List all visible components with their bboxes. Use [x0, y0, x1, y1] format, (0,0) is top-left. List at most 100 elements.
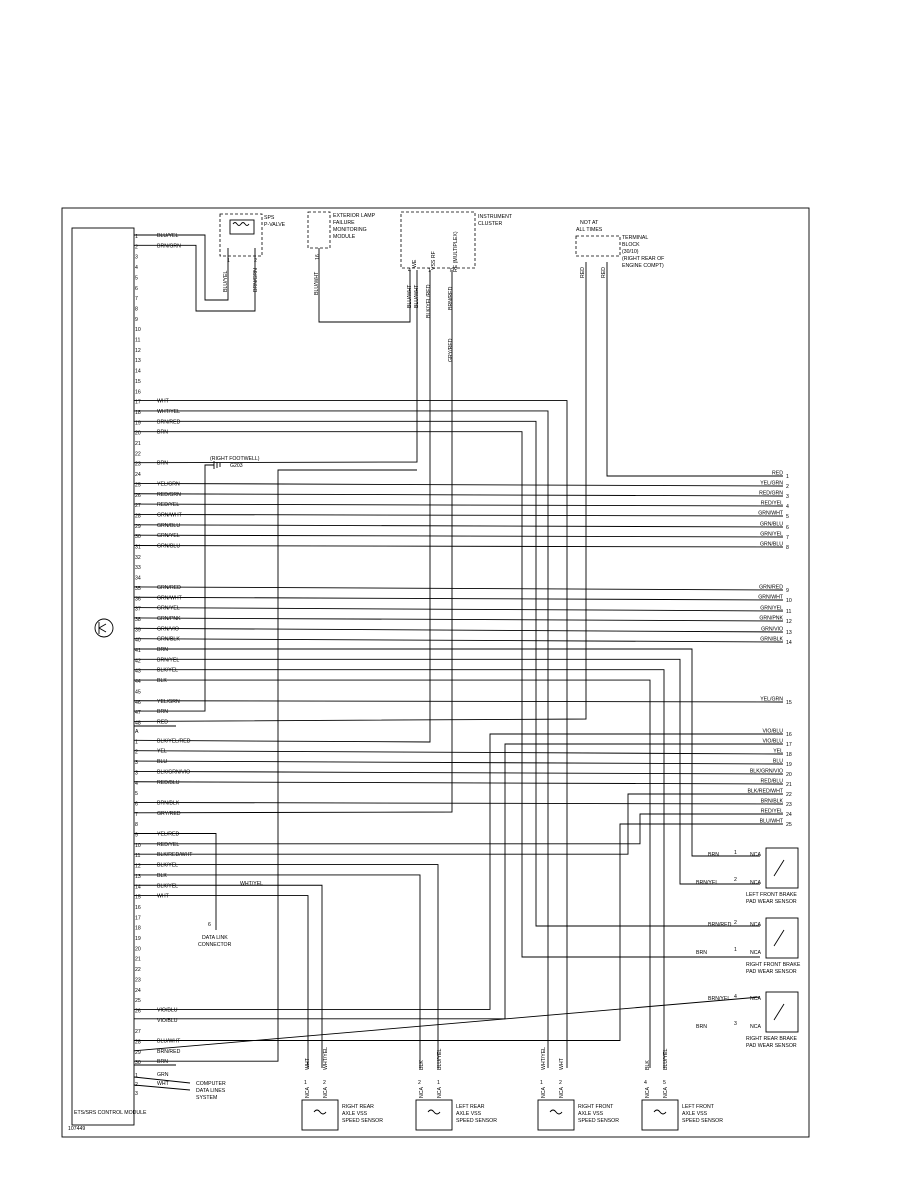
- vss-line3: SPEED SENSOR: [342, 1118, 383, 1124]
- pin-wire-label: YEL/GRN: [157, 699, 180, 705]
- pin-number: 30: [135, 534, 141, 540]
- wire-path: [134, 648, 760, 857]
- sps-pin1: 1: [227, 258, 230, 264]
- vss-line2: AXLE VSS: [456, 1111, 482, 1117]
- pin-wire-label: BLK: [157, 873, 167, 879]
- wire-segment: [133, 617, 784, 622]
- terminal-number: 25: [786, 822, 792, 828]
- wire-path: [606, 262, 783, 477]
- terminal-wire-label: BLU: [773, 759, 783, 765]
- cluster-line1: INSTRUMENT: [478, 214, 513, 220]
- pin-number: 8: [135, 306, 138, 312]
- dlc-line1: DATA LINK: [202, 935, 228, 941]
- ground-g203: (RIGHT FOOTWELL) G203: [210, 456, 260, 469]
- vss-line1: RIGHT REAR: [342, 1104, 374, 1110]
- pin-number: 7: [135, 812, 138, 818]
- pin-wire-label: RED: [157, 719, 168, 725]
- lamp-wire: BLU/WHT: [314, 271, 320, 295]
- pin-wire-label: GRN/BLU: [157, 544, 180, 550]
- pin-number: 5: [135, 275, 138, 281]
- coil-icon: [653, 1109, 667, 1115]
- wire-segment: [133, 482, 784, 487]
- vss-line1: LEFT FRONT: [682, 1104, 715, 1110]
- pin-number: 12: [135, 348, 141, 354]
- brake-w2: BRN/YEL: [696, 880, 718, 886]
- wire-path: [134, 244, 256, 312]
- pin-wire-label: YEL/GRN: [157, 481, 180, 487]
- vss-p2: 2: [559, 1080, 562, 1086]
- wire-segment: [133, 534, 784, 538]
- pin-wire-label: GRY/RED: [157, 811, 181, 817]
- sps-pin2: 2: [254, 258, 257, 264]
- wire-path: [133, 1084, 191, 1091]
- vss-p2: 2: [323, 1080, 326, 1086]
- dlc-pin: 6: [208, 922, 211, 928]
- pin-number: 39: [135, 627, 141, 633]
- dlc-line2: CONNECTOR: [198, 942, 232, 948]
- vss-p1: 4: [644, 1080, 647, 1086]
- vss-line2: AXLE VSS: [682, 1111, 708, 1117]
- ground-line2: G203: [230, 463, 243, 469]
- wire-segment: [133, 545, 784, 548]
- pin-number: 15: [135, 379, 141, 385]
- terminal-number: 14: [786, 640, 792, 646]
- terminal-number: 15: [786, 700, 792, 706]
- pin-wire-label: BRN/RED: [157, 1049, 181, 1055]
- pin-number: 43: [135, 669, 141, 675]
- pin-wire-label: WHT: [157, 1081, 170, 1087]
- pin-number: 10: [135, 843, 141, 849]
- brake-sensor-box: [765, 917, 799, 959]
- pin-number: 44: [135, 679, 141, 685]
- pin-number: 15: [135, 895, 141, 901]
- terminal-wire-label: GRN/YEL: [760, 532, 783, 538]
- pin-wire-label: BRN: [157, 647, 168, 653]
- wire-path: [133, 270, 418, 464]
- switch-icon: [773, 929, 785, 947]
- vss-w1: WHT/YEL: [541, 1047, 547, 1070]
- terminal-number: 21: [786, 782, 792, 788]
- brake-p1: 2: [734, 920, 737, 926]
- brake-nca1: NCA: [750, 852, 761, 858]
- vss-w2: BLU/YEL: [437, 1049, 443, 1070]
- wire-path: [133, 760, 784, 765]
- pin-number: 26: [135, 493, 141, 499]
- terminal-number: 4: [786, 504, 789, 510]
- pin-wire-label: BRN/BLK: [157, 800, 180, 806]
- wire-segment: [133, 514, 784, 517]
- pin-number: 38: [135, 617, 141, 623]
- terminal-number: 5: [786, 514, 789, 520]
- pin-wire-label: WHT: [157, 399, 170, 405]
- brake-p2: 3: [734, 1021, 737, 1027]
- pin-wire-label: BRN/YEL: [157, 657, 179, 663]
- diagram-frame: [61, 207, 810, 1138]
- pin-number: 5: [135, 791, 138, 797]
- pin-wire-label: BLK/YEL/RED: [157, 738, 191, 744]
- terminal-wire-label: GRN/RED: [759, 585, 783, 591]
- wire-path: [134, 469, 417, 1062]
- vss-nca2: NCA: [663, 1087, 669, 1098]
- tb-line3: (30/10): [622, 249, 639, 255]
- terminal-number: 19: [786, 762, 792, 768]
- tb-not-at: NOT AT: [580, 220, 599, 226]
- terminal-wire-label: YEL/GRN: [760, 481, 783, 487]
- brake-w1: BRN/YEL: [708, 996, 730, 1002]
- brake-line1: RIGHT REAR BRAKE: [746, 1036, 797, 1042]
- terminal-number: 23: [786, 802, 792, 808]
- ground-line1: (RIGHT FOOTWELL): [210, 456, 260, 462]
- wire-segment: [133, 586, 784, 591]
- lamp-line1: EXTERIOR LAMP: [333, 213, 376, 219]
- pin-number: 27: [135, 1029, 141, 1035]
- tb-wire-0: RED: [580, 267, 586, 278]
- wire-path: [134, 733, 783, 1010]
- pin-number: 23: [135, 977, 141, 983]
- brake-line1: LEFT FRONT BRAKE: [746, 892, 797, 898]
- tb-line5: ENGINE COMPT): [622, 263, 664, 269]
- vss-nca2: NCA: [437, 1087, 443, 1098]
- pin-number: 29: [135, 1050, 141, 1056]
- pin-number: 36: [135, 596, 141, 602]
- terminal-number: 7: [786, 535, 789, 541]
- wire-path: [134, 400, 568, 1068]
- cluster-wire-3: BRN/RED: [448, 286, 454, 310]
